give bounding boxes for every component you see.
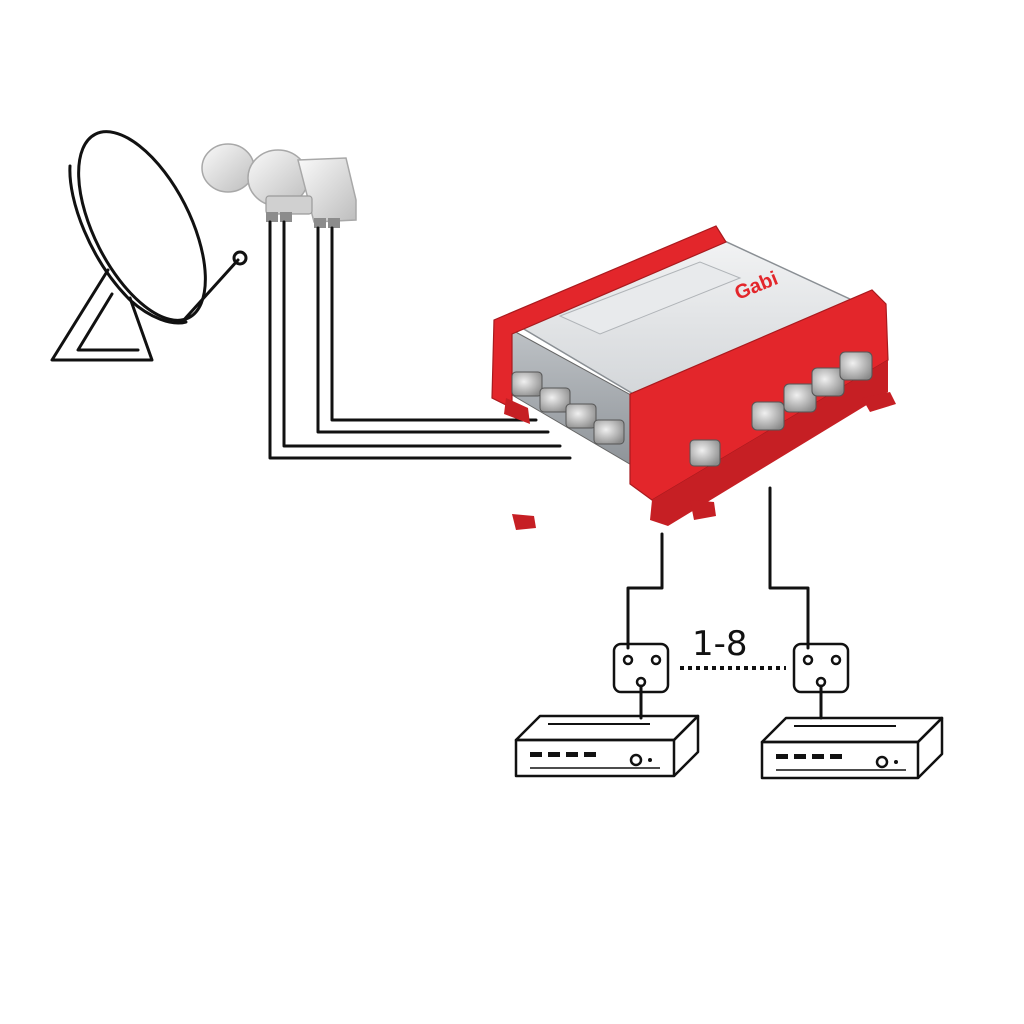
outlet-count-label: 1-8 [692, 624, 748, 664]
multiswitch-icon: Gabi [491, 225, 896, 530]
output-cables [626, 486, 810, 650]
satellite-dish-icon [50, 130, 248, 362]
set-top-box-icon [760, 716, 944, 780]
quad-lnb-icon [201, 143, 357, 228]
output-connector [689, 351, 873, 467]
lnb-cables [268, 220, 572, 460]
set-top-box-icon [514, 714, 700, 778]
input-connector [511, 371, 625, 445]
